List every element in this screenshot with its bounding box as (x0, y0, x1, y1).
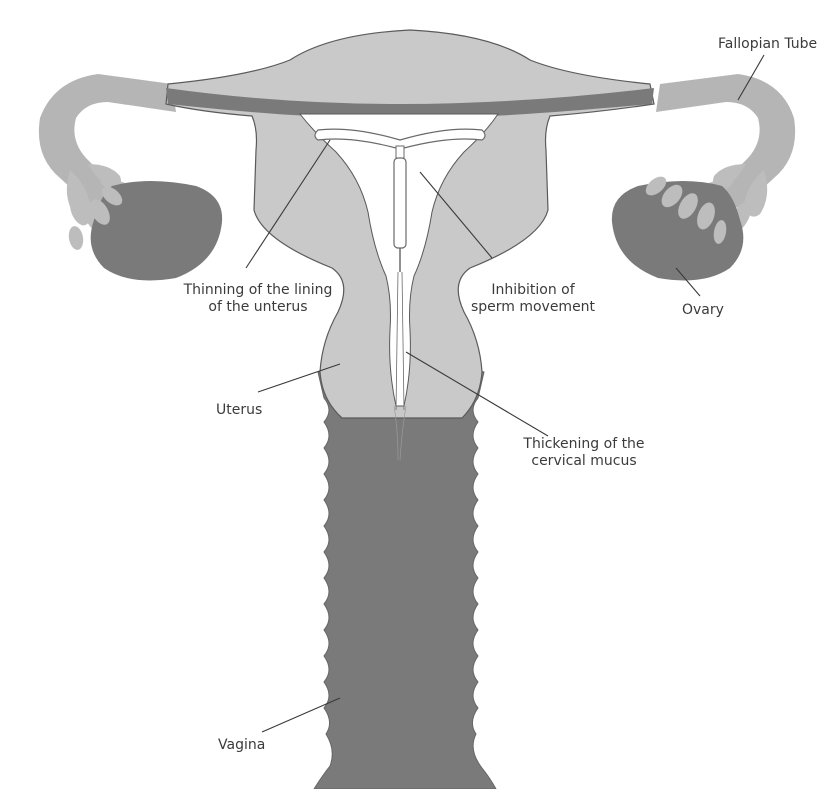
label-inhibition-line2: sperm movement (458, 299, 608, 316)
label-thickening-line1: Thickening of the (504, 436, 664, 453)
label-thickening-line2: cervical mucus (504, 453, 664, 470)
label-thinning-lining: Thinning of the lining of the unterus (158, 282, 358, 316)
label-inhibition: Inhibition of sperm movement (458, 282, 608, 316)
label-ovary: Ovary (682, 302, 724, 319)
vagina-shape (314, 363, 496, 789)
label-fallopian-tube: Fallopian Tube (718, 36, 817, 53)
label-thinning-line2: of the unterus (158, 299, 358, 316)
label-vagina: Vagina (218, 737, 265, 754)
label-thickening: Thickening of the cervical mucus (504, 436, 664, 470)
label-inhibition-line1: Inhibition of (458, 282, 608, 299)
label-uterus: Uterus (216, 402, 262, 419)
label-thinning-line1: Thinning of the lining (158, 282, 358, 299)
